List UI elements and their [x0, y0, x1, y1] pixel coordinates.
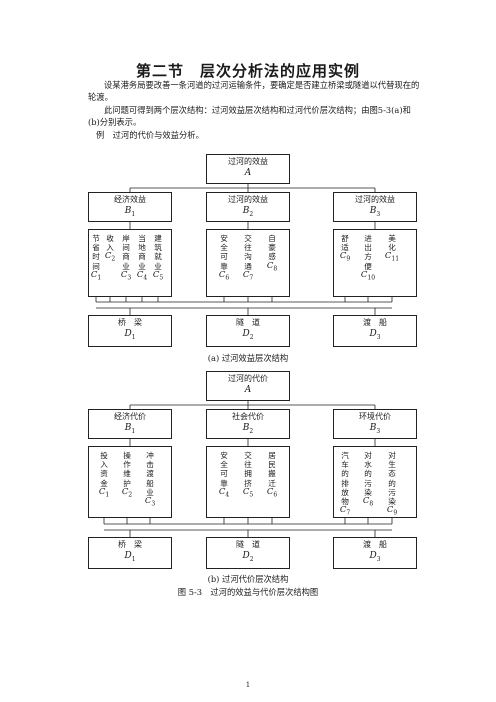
diagram-b-alternative-1-symbol: D1 [124, 551, 136, 563]
diagram-b-top-node-label: 过河的代价 [228, 374, 268, 383]
diagram-a-alternative-1: 桥 梁 D1 [88, 315, 172, 347]
diagram-b-criteria-box-3 [333, 446, 417, 518]
figure-caption: 图 5-3 过河的效益与代价层次结构图 [177, 587, 319, 597]
diagram-b-alternative-1-label: 桥 梁 [118, 540, 142, 549]
caption-b: (b) 过河代价层次结构 [207, 574, 289, 584]
paragraph-example: 例 过河的代价与效益分析。 [96, 130, 204, 140]
diagram-b-alternative-2-label: 隧 道 [236, 540, 260, 549]
paragraph-intro: 设某港务局要改善一条河道的过河运输条件，要确定是否建立桥梁或隧道以代替现在的轮渡… [88, 80, 420, 102]
diagram-b-criteria-box-1 [88, 446, 172, 518]
diagram-b-top-node: 过河的代价 A [206, 371, 290, 401]
diagram-a-criteria-box-2 [206, 229, 290, 297]
page-number: 1 [245, 681, 251, 689]
diagram-a-criterion-group-1: 经济效益 B1 [88, 192, 172, 222]
diagram-b-alternative-1: 桥 梁 D1 [88, 537, 172, 569]
diagram-a-alternative-1-symbol: D1 [124, 329, 136, 341]
diagram-b-alternative-3: 渡 船 D3 [333, 537, 417, 569]
diagram-b-criterion-group-1-label: 经济代价 [114, 412, 146, 421]
section-title: 第二节 层次分析法的应用实例 [135, 62, 360, 80]
diagram-a-criterion-group-2-label: 过河的效益 [228, 195, 268, 204]
diagram-b-alternative-3-label: 渡 船 [363, 540, 387, 549]
diagram-a-criterion-group-1-symbol: B1 [124, 206, 136, 218]
diagram-a-alternative-2-label: 隧 道 [236, 318, 260, 327]
diagram-b-criterion-group-2-symbol: B2 [242, 423, 254, 435]
diagram-a-alternative-1-label: 桥 梁 [118, 318, 142, 327]
diagram-a-alternative-3: 渡 船 D3 [333, 315, 417, 347]
diagram-b-criterion-group-1: 经济代价 B1 [88, 409, 172, 439]
diagram-a-top-node-label: 过河的效益 [228, 157, 268, 166]
diagram-b-criterion-group-3-symbol: B3 [369, 423, 381, 435]
diagram-b-criterion-group-2-label: 社会代价 [232, 412, 264, 421]
diagram-b-criterion-group-3-label: 环境代价 [359, 412, 391, 421]
diagram-a-criteria-box-3 [333, 229, 417, 297]
diagram-b-criteria-box-2 [206, 446, 290, 518]
diagram-a-top-node-symbol: A [244, 168, 252, 178]
diagram-a-alternative-3-symbol: D3 [369, 329, 381, 341]
diagram-b-alternative-2: 隧 道 D2 [206, 537, 290, 569]
diagram-a-top-node: 过河的效益 A [206, 154, 290, 184]
diagram-b-criterion-group-2: 社会代价 B2 [206, 409, 290, 439]
paragraph-structures: 此问题可得到两个层次结构：过河效益层次结构和过河代价层次结构；由图5-3(a)和… [88, 105, 411, 127]
diagram-a-criterion-group-3-label: 过河的效益 [355, 195, 395, 204]
diagram-a-criterion-group-3-symbol: B3 [369, 206, 381, 218]
diagram-b-alternative-3-symbol: D3 [369, 551, 381, 563]
diagram-b-criterion-group-1-symbol: B1 [124, 423, 136, 435]
diagram-a-alternative-3-label: 渡 船 [363, 318, 387, 327]
diagram-b-top-node-symbol: A [244, 385, 252, 395]
diagram-a-criterion-group-2-symbol: B2 [242, 206, 254, 218]
diagram-a-criteria-box-1 [88, 229, 172, 297]
diagram-a-alternative-2: 隧 道 D2 [206, 315, 290, 347]
diagram-a-criterion-group-1-label: 经济效益 [114, 195, 146, 204]
caption-a: (a) 过河效益层次结构 [207, 353, 289, 363]
diagram-b-criterion-group-3: 环境代价 B3 [333, 409, 417, 439]
diagram-b-alternative-2-symbol: D2 [242, 551, 254, 563]
diagram-a-alternative-2-symbol: D2 [242, 329, 254, 341]
diagram-a-criterion-group-3: 过河的效益 B3 [333, 192, 417, 222]
diagram-a-criterion-group-2: 过河的效益 B2 [206, 192, 290, 222]
